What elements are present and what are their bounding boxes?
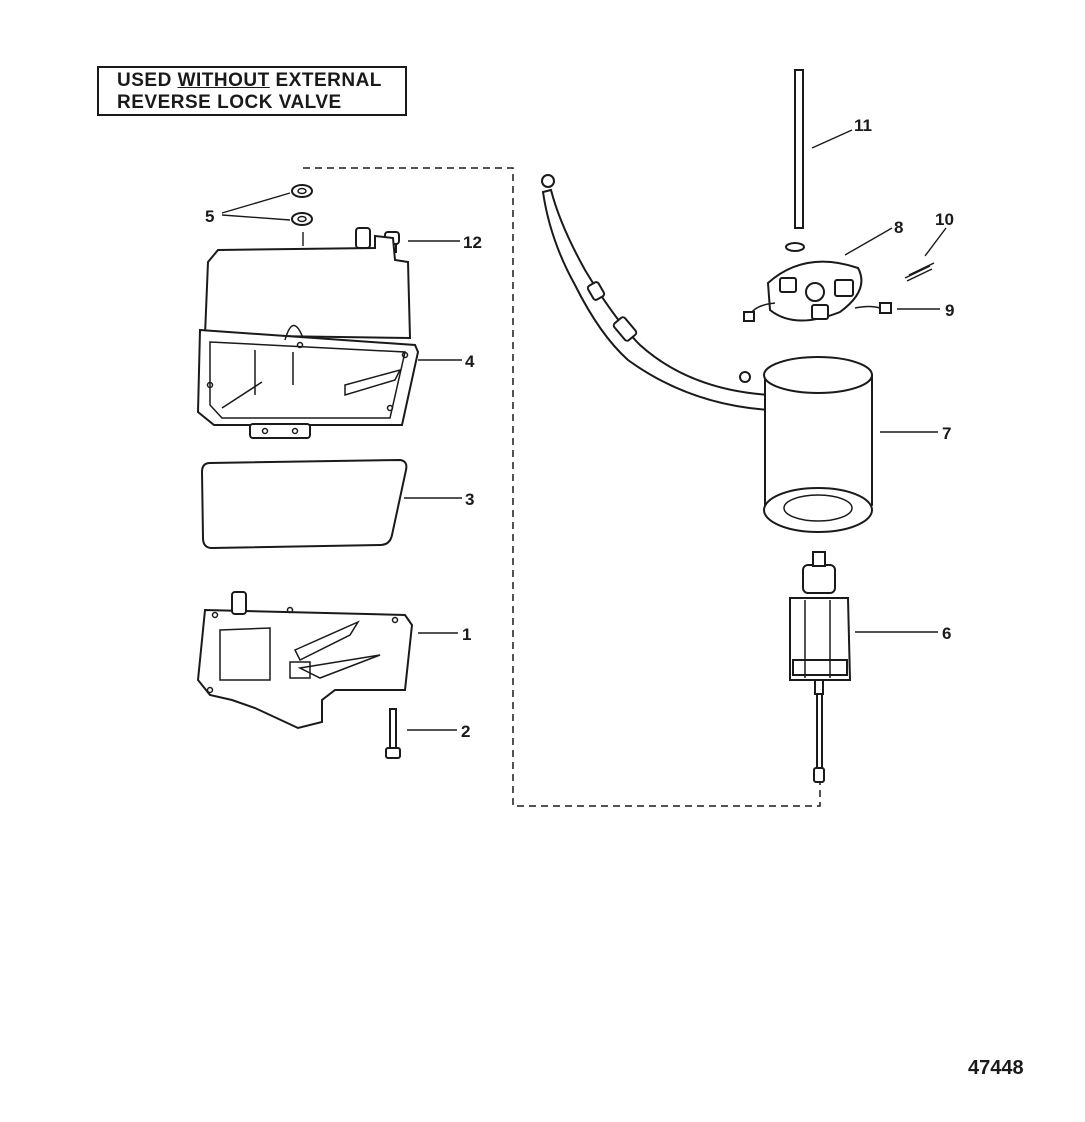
usage-note-line-2: REVERSE LOCK VALVE (117, 92, 342, 113)
figure-number: 47448 (968, 1057, 1024, 1079)
part-10-spring (904, 227, 947, 282)
usage-note-line-1: USED WITHOUT EXTERNAL (117, 70, 405, 92)
part-5-washers (221, 184, 313, 246)
usage-note-prefix: USED (117, 70, 178, 91)
part-11-rod (794, 69, 853, 229)
part-7-harness-wire (541, 174, 771, 412)
callout-7: 7 (942, 424, 951, 443)
part-9-brush-lead (743, 302, 940, 322)
part-8-brush-plate (766, 227, 893, 322)
callout-11: 11 (854, 116, 872, 135)
callout-1: 1 (462, 625, 471, 644)
callout-10: 10 (935, 210, 954, 229)
usage-note-suffix: EXTERNAL (269, 70, 382, 91)
part-2-bolt (385, 708, 457, 759)
part-7-field-coil (763, 356, 938, 533)
callout-5: 5 (205, 207, 214, 226)
part-3-gasket (200, 458, 462, 550)
callout-4: 4 (465, 352, 475, 371)
callout-2: 2 (461, 722, 470, 741)
part-1-pump-base (196, 591, 458, 730)
callout-8: 8 (894, 218, 903, 237)
callout-9: 9 (945, 301, 954, 320)
callout-6: 6 (942, 624, 951, 643)
part-4-pump-housing (196, 227, 462, 439)
callout-3: 3 (465, 490, 474, 509)
part-6-armature (789, 551, 938, 783)
usage-note-box: USED WITHOUT EXTERNAL REVERSE LOCK VALVE (97, 66, 407, 116)
part-12-fitting (384, 231, 460, 253)
usage-note-emphasis: WITHOUT (177, 70, 270, 91)
callout-12: 12 (463, 233, 482, 252)
